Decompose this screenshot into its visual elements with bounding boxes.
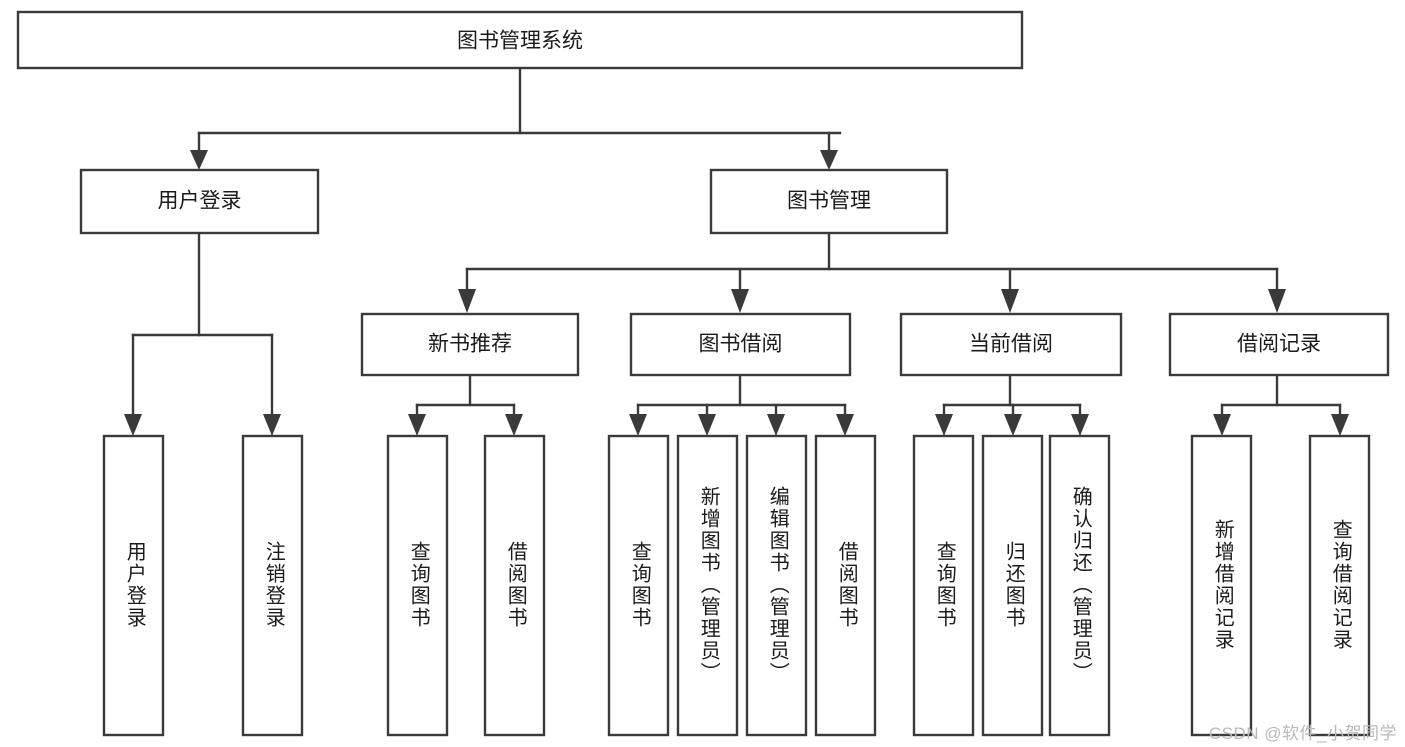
leaf-newbook-query[interactable]: 查询图书 (386, 434, 449, 737)
leaf-bookborrow-borrow[interactable]: 借阅图书 (814, 434, 877, 737)
node-root-system[interactable]: 图书管理系统 (16, 10, 1024, 70)
node-current-borrow[interactable]: 当前借阅 (899, 312, 1123, 377)
node-user-login-label: 用户登录 (158, 190, 242, 213)
leaf-currentborrow-query-label: 查询图书 (933, 541, 956, 629)
node-book-borrow-label: 图书借阅 (699, 333, 783, 356)
leaf-borrowrecord-add-label: 新增借阅记录 (1211, 519, 1234, 651)
connector-userlogin-to-leaves (124, 231, 281, 436)
connector-root-to-level2 (190, 66, 842, 170)
node-borrow-record[interactable]: 借阅记录 (1168, 312, 1390, 377)
leaf-newbook-query-label: 查询图书 (407, 541, 430, 629)
node-new-book-recommend[interactable]: 新书推荐 (360, 312, 580, 377)
leaf-currentborrow-return[interactable]: 归还图书 (981, 434, 1044, 737)
leaf-bookborrow-query[interactable]: 查询图书 (607, 434, 670, 737)
leaf-user-login-logout-label: 注销登录 (262, 541, 285, 629)
connector-newbook-to-leaves (408, 373, 523, 436)
leaf-borrowrecord-query[interactable]: 查询借阅记录 (1308, 434, 1371, 737)
connector-currentborrow-to-leaves (935, 373, 1089, 436)
leaf-currentborrow-query[interactable]: 查询图书 (912, 434, 975, 737)
leaf-bookborrow-add[interactable]: 新增图书（管理员） (676, 434, 739, 737)
connector-bookmgmt-to-level3 (458, 231, 1286, 313)
csdn-watermark: CSDN @软件_小贺同学 (1208, 724, 1397, 743)
leaf-bookborrow-borrow-label: 借阅图书 (835, 541, 858, 629)
leaf-newbook-borrow-label: 借阅图书 (504, 541, 527, 629)
connector-bookborrow-to-leaves (629, 373, 854, 436)
connector-borrowrecord-to-leaves (1213, 373, 1349, 436)
leaf-user-login-login[interactable]: 用户登录 (102, 434, 165, 737)
node-book-management[interactable]: 图书管理 (709, 168, 949, 235)
node-book-borrow[interactable]: 图书借阅 (629, 312, 852, 377)
leaf-bookborrow-query-label: 查询图书 (628, 541, 651, 629)
node-user-login[interactable]: 用户登录 (79, 168, 320, 235)
node-current-borrow-label: 当前借阅 (969, 333, 1053, 356)
leaf-currentborrow-confirm[interactable]: 确认归还（管理员） (1048, 434, 1111, 737)
leaf-user-login-logout[interactable]: 注销登录 (241, 434, 304, 737)
node-new-book-recommend-label: 新书推荐 (428, 333, 512, 356)
node-borrow-record-label: 借阅记录 (1237, 333, 1321, 356)
leaf-borrowrecord-query-label: 查询借阅记录 (1329, 519, 1352, 651)
leaf-currentborrow-confirm-label: 确认归还（管理员） (1069, 486, 1092, 684)
leaf-bookborrow-edit[interactable]: 编辑图书（管理员） (745, 434, 808, 737)
leaf-currentborrow-return-label: 归还图书 (1002, 541, 1025, 629)
node-root-system-label: 图书管理系统 (457, 30, 583, 53)
leaf-bookborrow-add-label: 新增图书（管理员） (697, 486, 720, 684)
leaf-user-login-login-label: 用户登录 (123, 541, 146, 629)
leaf-borrowrecord-add[interactable]: 新增借阅记录 (1190, 434, 1253, 737)
node-book-management-label: 图书管理 (787, 190, 871, 213)
leaf-newbook-borrow[interactable]: 借阅图书 (483, 434, 546, 737)
leaf-bookborrow-edit-label: 编辑图书（管理员） (766, 486, 789, 684)
